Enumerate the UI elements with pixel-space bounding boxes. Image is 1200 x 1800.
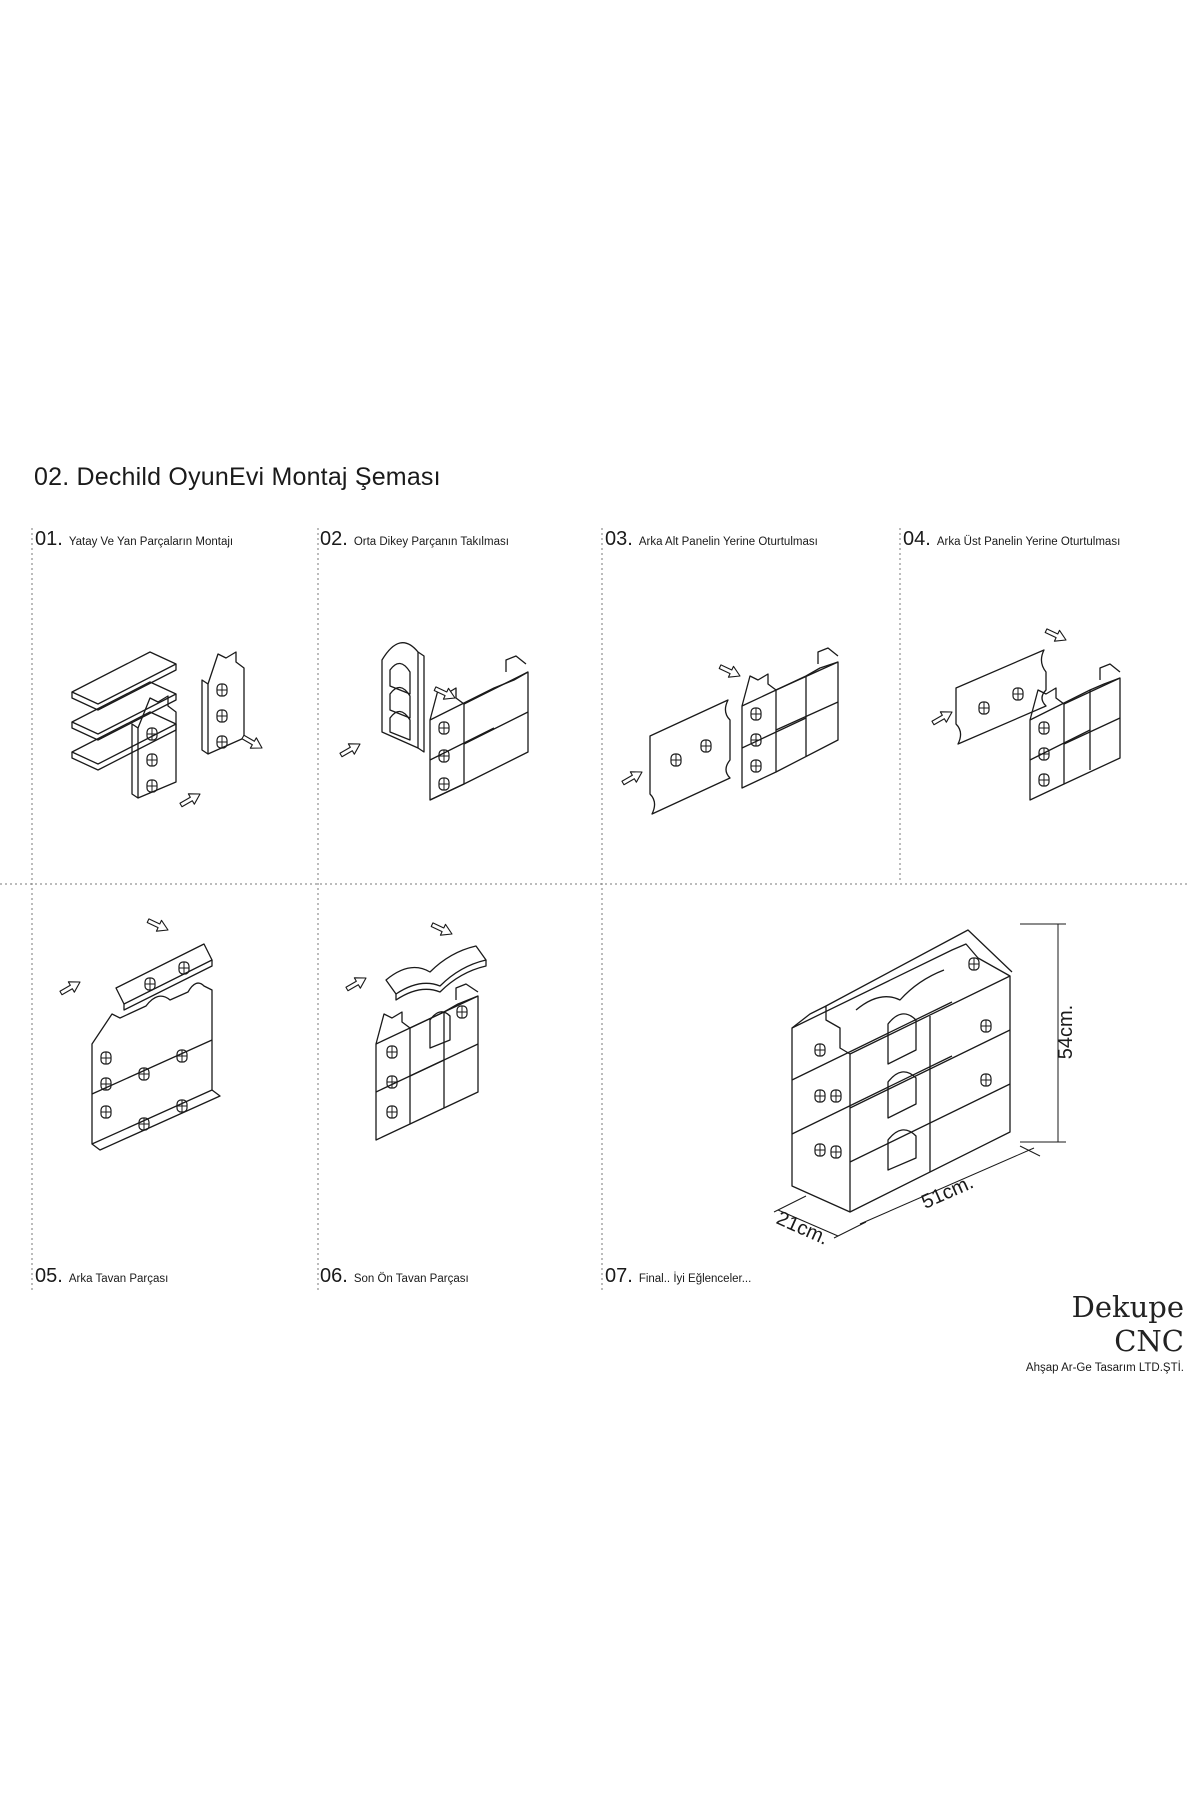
step-3-text: Arka Alt Panelin Yerine Oturtulması	[638, 536, 818, 548]
step-4-illustration	[929, 624, 1121, 801]
step-5-illustration	[57, 914, 221, 1151]
step-7-illustration	[773, 923, 1066, 1239]
step-2-text: Orta Dikey Parçanın Takılması	[353, 536, 509, 548]
step-5-text: Arka Tavan Parçası	[68, 1273, 169, 1285]
step-2-number: 02.	[320, 528, 348, 550]
step-5-label: 05. Arka Tavan Parçası	[35, 1265, 168, 1288]
step-6-label: 06. Son Ön Tavan Parçası	[320, 1265, 469, 1288]
step-4-number: 04.	[903, 528, 931, 550]
brand-name: Dekupe CNC	[1071, 1290, 1184, 1358]
step-3-label: 03. Arka Alt Panelin Yerine Oturtulması	[605, 528, 818, 551]
step-1-label: 01. Yatay Ve Yan Parçaların Montajı	[35, 528, 233, 551]
step-6-text: Son Ön Tavan Parçası	[353, 1273, 469, 1285]
dimension-height: 54cm.	[1055, 1005, 1077, 1059]
step-5-number: 05.	[35, 1265, 63, 1287]
step-1-illustration	[71, 651, 266, 811]
brand-block: Dekupe CNC Ahşap Ar-Ge Tasarım LTD.ŞTİ.	[998, 1290, 1184, 1374]
page-title: 02. Dechild OyunEvi Montaj Şeması	[34, 463, 441, 491]
step-2-label: 02. Orta Dikey Parçanın Takılması	[320, 528, 509, 551]
step-3-illustration	[619, 647, 839, 815]
step-6-number: 06.	[320, 1265, 348, 1287]
step-2-illustration	[337, 642, 529, 801]
step-4-text: Arka Üst Panelin Yerine Oturtulması	[936, 536, 1121, 548]
dimension-depth: 21cm.	[773, 1207, 832, 1249]
step-4-label: 04. Arka Üst Panelin Yerine Oturtulması	[903, 528, 1120, 551]
step-1-text: Yatay Ve Yan Parçaların Montajı	[68, 536, 234, 548]
step-7-text: Final.. İyi Eğlenceler...	[638, 1273, 752, 1285]
step-6-illustration	[343, 918, 487, 1141]
step-3-number: 03.	[605, 528, 633, 550]
step-1-number: 01.	[35, 528, 63, 550]
step-7-label: 07. Final.. İyi Eğlenceler...	[605, 1265, 751, 1288]
dimension-width: 51cm.	[918, 1171, 977, 1213]
step-7-number: 07.	[605, 1265, 633, 1287]
brand-subtitle: Ahşap Ar-Ge Tasarım LTD.ŞTİ.	[1025, 1362, 1184, 1374]
